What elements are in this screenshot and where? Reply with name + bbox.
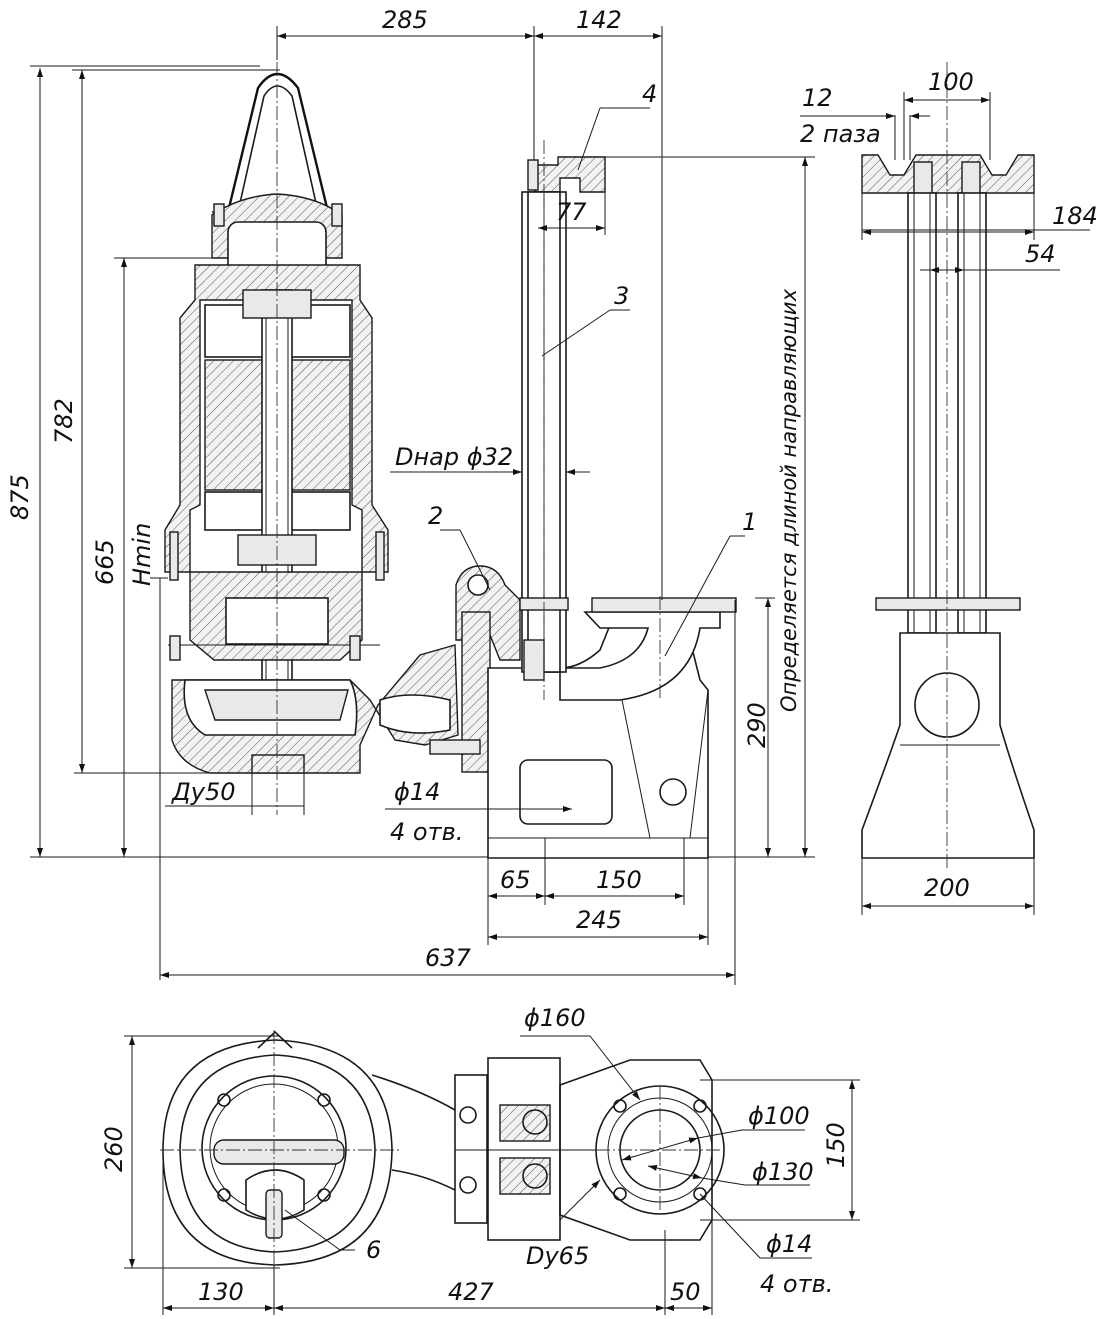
dim-200: 200 xyxy=(924,874,970,902)
dim-875: 875 xyxy=(6,474,34,520)
plan-d130: ϕ130 xyxy=(752,1158,814,1186)
dim-290: 290 xyxy=(743,702,771,748)
dim-285: 285 xyxy=(382,6,428,34)
dim-637: 637 xyxy=(425,944,472,972)
dim-150: 150 xyxy=(596,866,642,894)
plan-d160: ϕ160 xyxy=(524,1004,586,1032)
dimension-lines xyxy=(30,26,1090,1315)
plan-d100: ϕ100 xyxy=(748,1102,810,1130)
dim-holes-4: 4 отв. xyxy=(390,818,463,846)
dim-142: 142 xyxy=(576,6,622,34)
plan-260: 260 xyxy=(100,1126,128,1172)
bolt-group xyxy=(169,203,385,661)
plan-dy65: Dy65 xyxy=(526,1242,589,1270)
coupling-base-front xyxy=(429,140,737,859)
dim-2-slots: 2 паза xyxy=(800,120,881,148)
dim-782: 782 xyxy=(50,398,78,444)
dimension-labels: 285 142 875 782 665 Hmin Ду50 ϕ14 4 отв.… xyxy=(6,6,1098,1306)
callout-4: 4 xyxy=(642,80,657,108)
callout-3: 3 xyxy=(614,282,629,310)
callout-1: 1 xyxy=(742,508,757,536)
dim-665: 665 xyxy=(91,539,119,585)
dim-hole-d14: ϕ14 xyxy=(394,778,440,806)
plan-view xyxy=(160,1030,725,1275)
dim-77: 77 xyxy=(556,198,587,226)
dim-12: 12 xyxy=(802,84,833,112)
dim-100: 100 xyxy=(928,68,974,96)
dim-du50: Ду50 xyxy=(171,778,236,806)
plan-130: 130 xyxy=(198,1278,244,1306)
callout-2: 2 xyxy=(428,502,443,530)
pump-front-view xyxy=(164,40,459,815)
plan-150: 150 xyxy=(822,1122,850,1168)
dim-65: 65 xyxy=(500,866,531,894)
plan-holes-4: 4 отв. xyxy=(760,1270,833,1298)
dim-hmin: Hmin xyxy=(128,523,156,586)
callout-6: 6 xyxy=(366,1236,381,1264)
dim-54: 54 xyxy=(1025,240,1056,268)
dim-184: 184 xyxy=(1052,202,1098,230)
plan-427: 427 xyxy=(448,1278,495,1306)
plan-50: 50 xyxy=(670,1278,701,1306)
dim-pipe-outer: Dнар ϕ32 xyxy=(395,443,513,471)
dim-245: 245 xyxy=(576,906,622,934)
plan-d14: ϕ14 xyxy=(766,1230,812,1258)
guide-length-note: Определяется длиной направляющих xyxy=(777,288,801,712)
item-callouts: 1 2 3 4 6 xyxy=(366,80,757,1264)
side-view xyxy=(861,62,1035,870)
